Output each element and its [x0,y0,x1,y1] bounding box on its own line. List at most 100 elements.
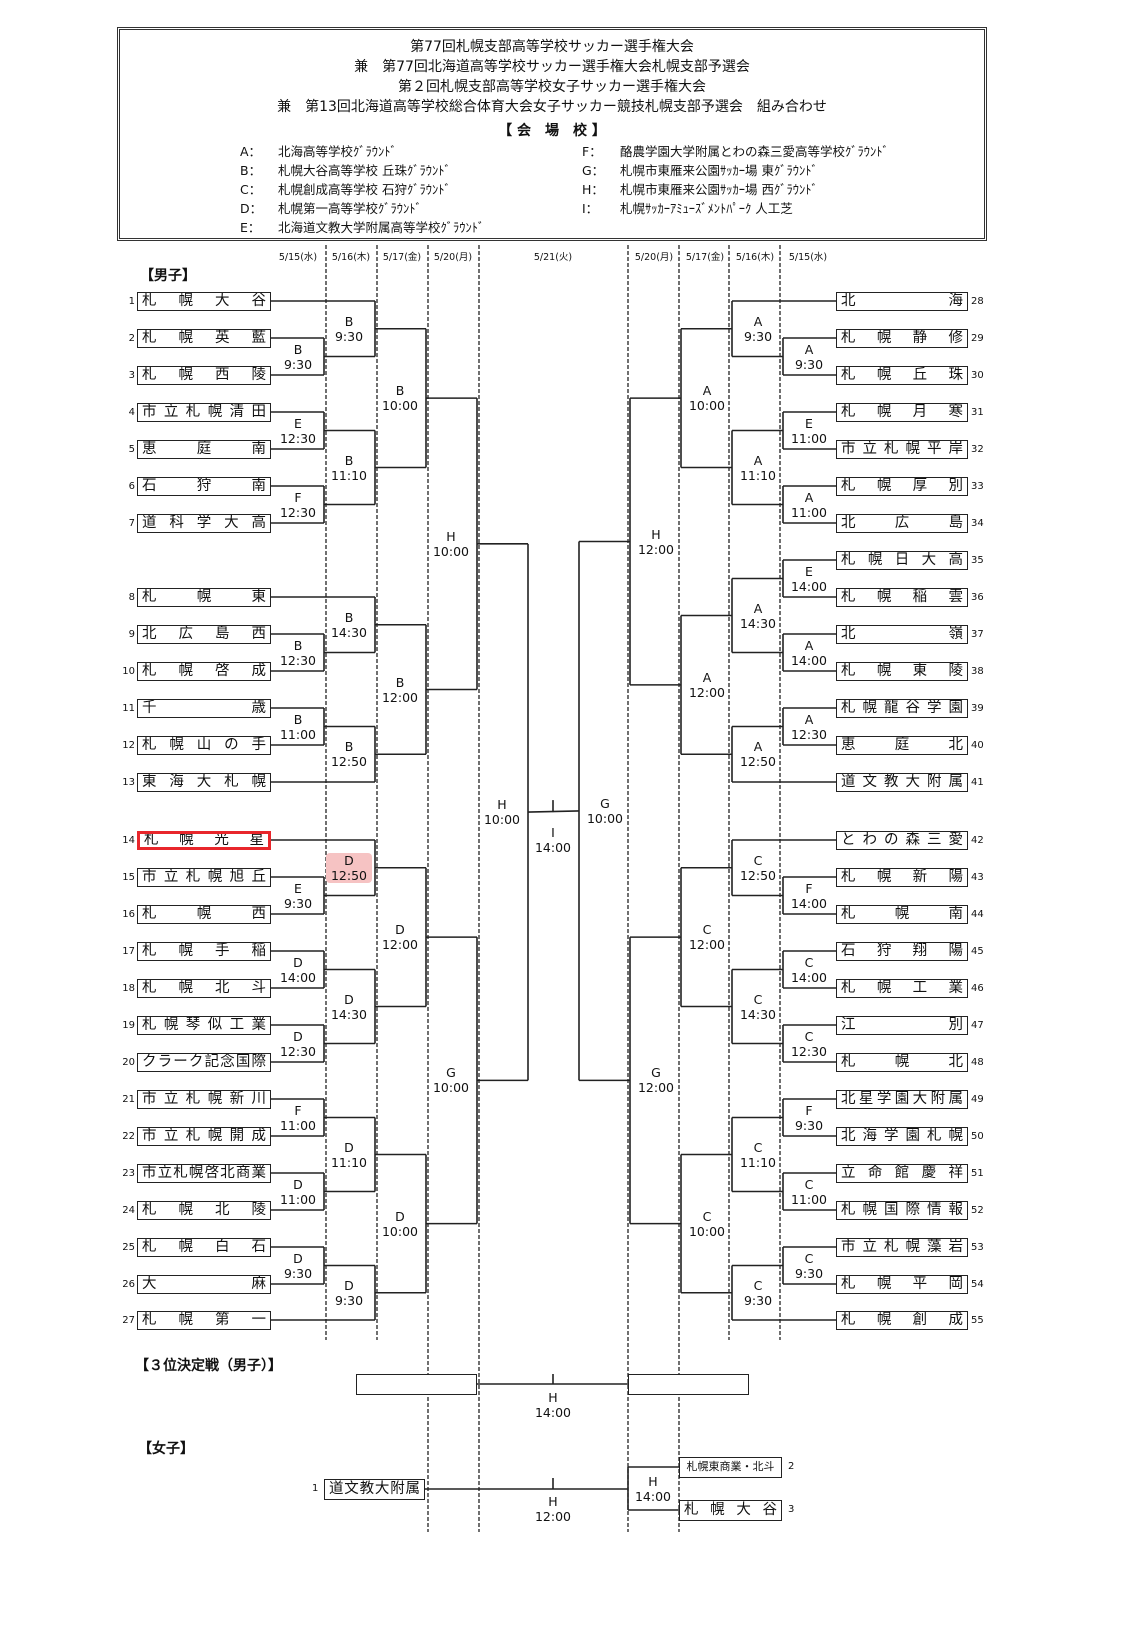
team-box: 北海学園札幌 [836,1126,968,1146]
match-venue: H [651,526,661,542]
team-number: 49 [971,1093,984,1105]
match-venue: D [344,852,354,868]
team-box: 札幌厚別 [836,476,968,496]
team-box: 札幌琴似工業 [137,1015,271,1035]
match-venue: D [344,1139,354,1155]
match-venue: C [753,1139,763,1155]
match-time: 10:00 [381,1223,419,1239]
match-time: 12:00 [637,1080,675,1096]
date-right-r2: 5/16(木) [735,252,775,263]
team-number: 46 [971,982,984,994]
team-number: 51 [971,1167,984,1179]
boys-section-title: 【男子】 [140,268,196,284]
team-number: 1 [128,295,135,307]
team-number: 18 [122,982,135,994]
match-venue: H [548,1390,558,1405]
match-time: 14:00 [790,652,828,668]
match-venue: D [293,1176,303,1192]
match-time: 12:30 [279,1043,317,1059]
venue-item: G：札幌市東雁来公園ｻｯｶｰ場 東ｸﾞﾗｳﾝﾄﾞ [582,163,818,179]
girls-section-title: 【女子】 [138,1441,194,1457]
match-venue: D [344,991,354,1007]
match-time: 12:00 [534,1509,572,1524]
venue-item: E：北海道文教大学附属高等学校ｸﾞﾗｳﾝﾄﾞ [240,220,484,236]
team-number: 30 [971,369,984,381]
team-box: 札幌月寒 [836,402,968,422]
match-venue: B [344,313,354,329]
team-number: 44 [971,908,984,920]
match-time: 11:00 [790,430,828,446]
team-number: 31 [971,406,984,418]
match-venue: A [804,637,814,653]
team-box: 札幌西陵 [137,365,271,385]
team-number: 39 [971,702,984,714]
team-number: 33 [971,480,984,492]
team-number: 11 [122,702,135,714]
match-venue: A [804,711,814,727]
team-box: 恵庭南 [137,439,271,459]
team-number: 3 [128,369,135,381]
team-box: 札幌稲雲 [836,587,968,607]
team-number: 2 [128,332,135,344]
date-left-r1: 5/15(水) [278,252,318,263]
team-number: 42 [971,834,984,846]
team-box: 道文教大附属 [836,772,968,792]
match-venue: E [805,563,813,579]
team-box: 札幌第一 [137,1310,271,1330]
team-number: 43 [971,871,984,883]
match-venue: C [804,1028,814,1044]
date-right-r3: 5/17(金) [685,252,725,263]
match-venue: B [293,637,303,653]
team-number: 15 [122,871,135,883]
team-box: 石狩南 [137,476,271,496]
team-box: 札幌東陵 [836,661,968,681]
match-venue: E [805,415,813,431]
team-number: 47 [971,1019,984,1031]
team-box: 北星学園大附属 [836,1089,968,1109]
team-number: 41 [971,776,984,788]
team-number: 14 [122,834,135,846]
team-number: 10 [122,665,135,677]
venue-item: H：札幌市東雁来公園ｻｯｶｰ場 西ｸﾞﾗｳﾝﾄﾞ [582,182,818,198]
team-number: 23 [122,1167,135,1179]
match-venue: B [293,711,303,727]
venue-name: 酪農学園大学附属とわの森三愛高等学校ｸﾞﾗｳﾝﾄﾞ [620,144,889,159]
team-box: 北広島 [836,513,968,533]
match-venue: D [293,954,303,970]
match-venue: A [753,452,763,468]
team-number: 12 [122,739,135,751]
match-time: 12:00 [688,684,726,700]
match-time: 14:00 [534,1405,572,1420]
venue-item: I：札幌ｻｯｶｰｱﾐｭｰｽﾞﾒﾝﾄﾊﾟｰｸ 人工芝 [582,201,793,217]
team-number: 34 [971,517,984,529]
match-venue: C [753,852,763,868]
team-box: 札幌北 [836,1052,968,1072]
team-number: 5 [128,443,135,455]
match-time: 10:00 [586,810,624,826]
team-box: 市立札幌藻岩 [836,1237,968,1257]
match-time: 11:00 [790,504,828,520]
match-venue: D [395,1208,405,1224]
team-box: 札幌平岡 [836,1274,968,1294]
team-box: 札幌南 [836,904,968,924]
match-venue: C [804,1176,814,1192]
team-box: 札幌東 [137,587,271,607]
match-time: 14:00 [634,1489,672,1504]
match-venue: B [395,674,405,690]
venue-key: F： [582,144,602,159]
match-time: 9:30 [283,895,313,911]
team-box: 札幌国際情報 [836,1200,968,1220]
team-box: 札幌西 [137,904,271,924]
match-time: 11:10 [330,467,368,483]
